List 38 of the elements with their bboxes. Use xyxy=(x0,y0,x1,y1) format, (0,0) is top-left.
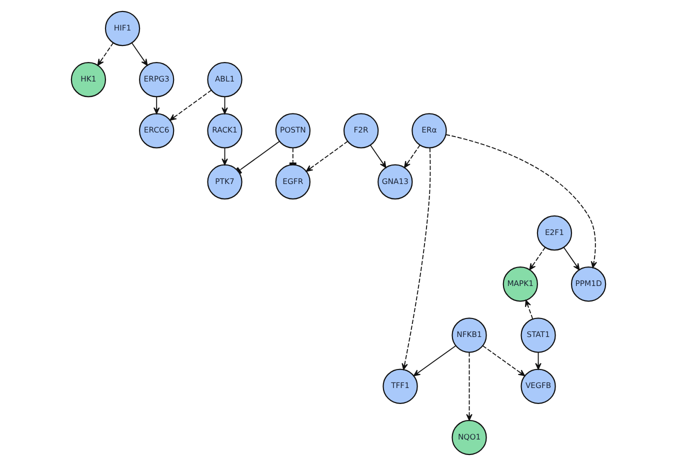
arrow xyxy=(221,96,228,114)
node-circle: NQO1 xyxy=(451,420,486,456)
node-circle: PPM1D xyxy=(570,266,606,302)
arrow xyxy=(221,148,228,166)
node-circle: ABL1 xyxy=(206,62,242,98)
node-circle: ERα xyxy=(411,113,446,148)
node-circle: HIF1 xyxy=(104,10,140,46)
arrow xyxy=(528,246,546,270)
arrow xyxy=(444,134,597,268)
arrow xyxy=(169,90,212,121)
arrow xyxy=(96,42,114,66)
node-circle: VEGFB xyxy=(520,368,556,404)
arrow xyxy=(412,345,456,376)
node-circle: F2R xyxy=(342,113,378,148)
node-circle: TFF1 xyxy=(382,368,418,404)
node-circle: EGFR xyxy=(274,164,310,200)
arrow xyxy=(466,352,472,421)
node-circle: STAT1 xyxy=(520,318,556,353)
arrow xyxy=(130,42,148,66)
arrow xyxy=(404,144,420,168)
arrow xyxy=(401,148,430,370)
arrow xyxy=(482,345,525,376)
node-circle: NFKB1 xyxy=(451,318,486,353)
node-circle: ERCC6 xyxy=(138,113,174,148)
node-circle: E2F1 xyxy=(536,215,572,251)
arrow xyxy=(562,246,580,270)
node-circle: HK1 xyxy=(70,62,106,98)
node-circle: ERPG3 xyxy=(138,62,174,98)
arrow xyxy=(369,144,386,168)
node-circle: RACK1 xyxy=(206,113,242,148)
node-circle: GNA13 xyxy=(377,164,412,200)
arrow xyxy=(305,140,348,172)
node-circle: MAPK1 xyxy=(502,266,538,302)
connector xyxy=(236,140,280,174)
arrow xyxy=(534,352,541,370)
node-circle: POSTN xyxy=(274,113,310,148)
arrow xyxy=(524,300,533,320)
arrow xyxy=(152,96,160,114)
